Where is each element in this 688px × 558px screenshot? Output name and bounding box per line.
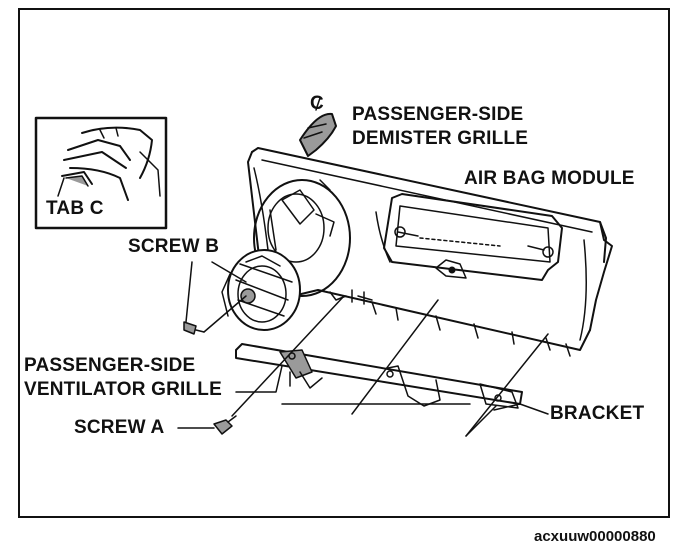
tab-c-label: TAB C xyxy=(46,198,104,219)
figure-code: acxuuw00000880 xyxy=(534,528,656,545)
bracket-label: BRACKET xyxy=(550,403,645,424)
demister-grille-label-line1: PASSENGER-SIDE xyxy=(352,104,524,125)
demister-grille-part xyxy=(299,112,337,157)
ventilator-grille-label-line1: PASSENGER-SIDE xyxy=(24,355,196,376)
callout-c-label: C xyxy=(310,93,324,114)
ventilator-grille-label-line2: VENTILATOR GRILLE xyxy=(24,379,222,400)
ventilator-grille-part xyxy=(221,249,301,331)
screw-b-label: SCREW B xyxy=(128,236,220,257)
screw-a-part xyxy=(213,415,237,435)
air-bag-module-part xyxy=(375,193,563,281)
air-bag-module-label: AIR BAG MODULE xyxy=(464,168,635,189)
figure-frame xyxy=(18,8,670,518)
dashboard-panel xyxy=(247,147,613,357)
screw-b-part xyxy=(183,321,205,335)
leader-lines xyxy=(177,97,549,437)
tab-c-inset xyxy=(34,116,168,230)
demister-grille-label-line2: DEMISTER GRILLE xyxy=(352,128,529,149)
screw-a-label: SCREW A xyxy=(74,417,165,438)
bracket-part xyxy=(235,343,523,409)
